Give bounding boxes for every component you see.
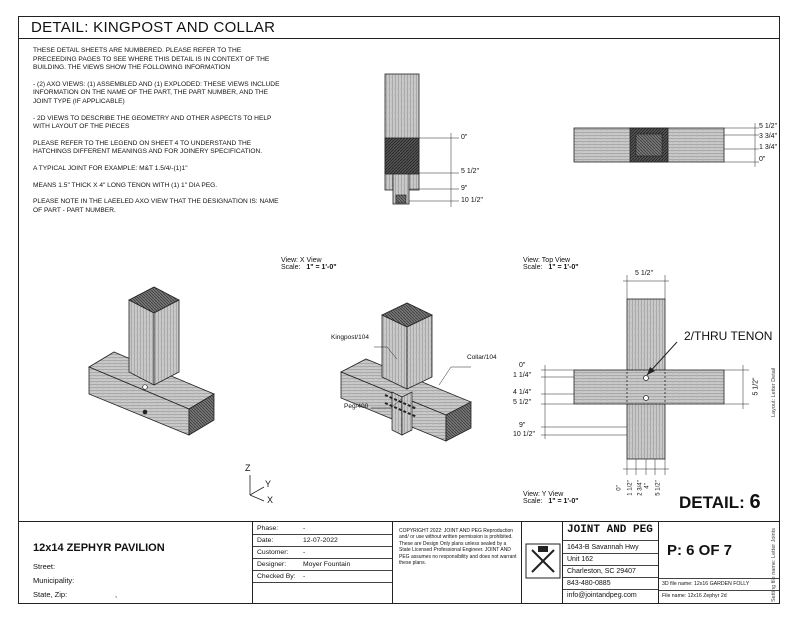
yview-dim-1: 1 1/4" <box>513 372 532 379</box>
top-view-label: View: Top View Scale: 1" = 1'-0" <box>523 257 579 271</box>
x-view-title: View: X View <box>281 257 322 264</box>
company-name: JOINT AND PEG <box>567 524 653 536</box>
date-label: Date: <box>257 537 274 544</box>
date-value: 12-07-2022 <box>303 537 338 544</box>
address-line-3: Charleston, SC 29407 <box>567 568 636 575</box>
xview-dim-1: 5 1/2" <box>461 168 480 175</box>
checked-value: - <box>303 573 306 580</box>
sheet-title: DETAIL: KINGPOST AND COLLAR <box>31 19 276 36</box>
peg-callout: Peg/400 <box>344 403 369 410</box>
axis-z-label: Z <box>245 463 251 473</box>
note-4: PLEASE REFER TO THE LEGEND ON SHEET 4 TO… <box>33 139 263 156</box>
note-1: THESE DETAIL SHEETS ARE NUMBERED. PLEASE… <box>33 47 270 72</box>
copyright-note: COPYRIGHT 2022: JOINT AND PEG Reproducti… <box>399 528 517 567</box>
phase-label: Phase: <box>257 525 279 532</box>
customer-label: Customer: <box>257 549 289 556</box>
y-view-drawing <box>541 275 749 475</box>
axis-y-label: Y <box>265 479 272 489</box>
page-cell: P: 6 OF 7 3D file name: 12x16 GARDEN FOL… <box>659 522 779 604</box>
xview-dim-0: 0" <box>461 134 468 141</box>
yview-dim-0: 0" <box>519 362 526 369</box>
company-cell: JOINT AND PEG 1643-B Savannah Hwy Unit 1… <box>563 522 659 604</box>
yview-dim-2: 4 1/4" <box>513 389 532 396</box>
axis-x-label: X <box>267 495 274 505</box>
designer-label: Designer: <box>257 561 287 568</box>
note-6: MEANS 1.5" THICK X 4" LONG TENON WITH (1… <box>33 181 218 189</box>
project-name: 12x14 ZEPHYR PAVILION <box>33 542 165 554</box>
title-block: 12x14 ZEPHYR PAVILION Street: Municipali… <box>19 521 779 604</box>
y-view-label: View: Y View Scale: 1" = 1'-0" <box>523 491 579 505</box>
tenon-callout: 2/THRU TENON <box>684 329 773 343</box>
drawing-sheet: DETAIL: KINGPOST AND COLLAR THESE DETAIL… <box>18 16 780 604</box>
side-label-layout: Layout: Letter Detail <box>771 367 777 417</box>
y-view-scale: 1" = 1'-0" <box>548 498 579 505</box>
drawing-area <box>88 73 759 502</box>
x-view-label: View: X View Scale: 1" = 1'-0" <box>281 257 337 271</box>
state-value: , <box>115 590 118 599</box>
top-view-drawing <box>573 123 759 167</box>
note-2: - (2) AXO VIEWS: (1) ASSEMBLED AND (1) E… <box>33 80 280 105</box>
top-view-title: View: Top View <box>523 257 571 264</box>
top-view-scale: 1" = 1'-0" <box>548 264 579 271</box>
topview-dim-2: 1 3/4" <box>759 144 778 151</box>
page-number: P: 6 OF 7 <box>667 542 733 559</box>
yview-dim-bottom-0: 0" <box>616 485 623 491</box>
x-view-scale-prefix: Scale: <box>281 264 301 271</box>
checked-label: Checked By: <box>257 573 296 580</box>
yview-dim-top: 5 1/2" <box>635 270 654 277</box>
detail-number: 6 <box>749 491 761 513</box>
state-label: State, Zip: <box>33 590 68 599</box>
note-3: - 2D VIEWS TO DESCRIBE THE GEOMETRY AND … <box>33 114 272 131</box>
yview-dim-5: 10 1/2" <box>513 431 535 438</box>
axis-triad <box>249 475 265 502</box>
y-view-scale-prefix: Scale: <box>523 498 543 505</box>
file-3d-name: 3D file name: 12x16 GARDEN FOLLY <box>662 581 750 587</box>
notes-block: THESE DETAIL SHEETS ARE NUMBERED. PLEASE… <box>33 47 283 223</box>
axo-exploded <box>340 302 472 442</box>
kingpost-callout: Kingpost/104 <box>331 334 369 341</box>
project-cell: 12x14 ZEPHYR PAVILION Street: Municipali… <box>19 522 253 604</box>
yview-dim-4: 9" <box>519 422 526 429</box>
x-view-drawing <box>384 73 459 207</box>
yview-dim-bottom-1: 1 1/2" <box>627 480 634 496</box>
file-2d-name: File name: 12x16 Zephyr 2d <box>662 593 727 599</box>
phone: 843-480-0885 <box>567 580 611 587</box>
address-line-1: 1643-B Savannah Hwy <box>567 544 639 551</box>
yview-dim-bottom-2: 2 3/4" <box>637 480 644 496</box>
meta-cell: Phase: - Date: 12-07-2022 Customer: - De… <box>253 522 393 604</box>
x-view-scale: 1" = 1'-0" <box>306 264 337 271</box>
yview-dim-right: 5 1/2" <box>752 377 760 396</box>
topview-dim-3: 0" <box>759 156 766 163</box>
xview-dim-3: 10 1/2" <box>461 197 483 204</box>
y-view-title: View: Y View <box>523 491 564 498</box>
title-bar: DETAIL: KINGPOST AND COLLAR <box>19 17 779 39</box>
phase-value: - <box>303 525 306 532</box>
note-5: A TYPICAL JOINT FOR EXAMPLE: M&T 1.5/4/-… <box>33 164 188 172</box>
note-7: PLEASE NOTE IN THE LAEELED AXO VIEW THAT… <box>33 198 279 214</box>
logo-cell <box>521 522 563 604</box>
yview-dim-bottom-4: 5 1/2" <box>655 480 662 496</box>
logo-icon <box>525 543 561 579</box>
collar-callout: Collar/104 <box>467 354 497 361</box>
detail-label: DETAIL: 6 <box>679 491 761 514</box>
axo-assembled <box>88 286 215 436</box>
top-view-scale-prefix: Scale: <box>523 264 543 271</box>
yview-dim-3: 5 1/2" <box>513 399 532 406</box>
xview-dim-2: 9" <box>461 185 468 192</box>
customer-value: - <box>303 549 306 556</box>
address-line-2: Unit 162 <box>567 556 594 563</box>
designer-value: Moyer Fountain <box>303 561 351 568</box>
detail-label-text: DETAIL: <box>679 493 745 512</box>
topview-dim-1: 3 3/4" <box>759 133 778 140</box>
yview-dim-bottom-3: 4" <box>644 483 651 489</box>
topview-dim-0: 5 1/2" <box>759 123 778 130</box>
municipality-label: Municipality: <box>33 576 75 585</box>
email[interactable]: info@jointandpeg.com <box>567 592 637 599</box>
street-label: Street: <box>33 562 56 571</box>
